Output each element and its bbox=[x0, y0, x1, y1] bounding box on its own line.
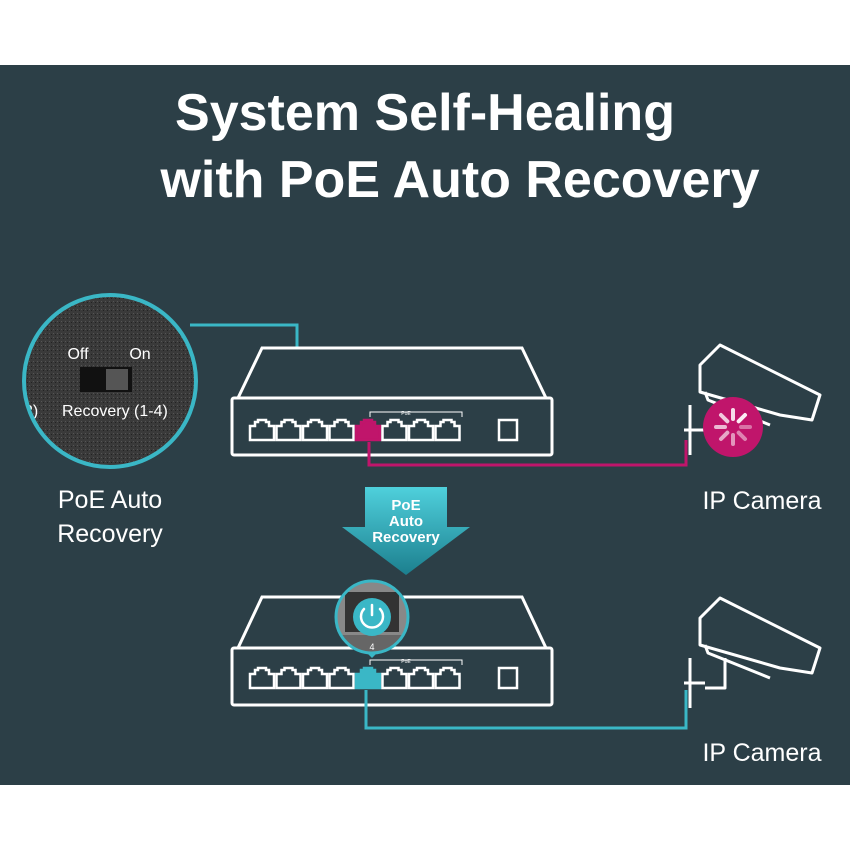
arrow-line-3: Recovery bbox=[372, 529, 440, 546]
on-label: On bbox=[129, 346, 150, 363]
ethernet-port bbox=[407, 418, 435, 442]
title-line-1: System Self-Healing bbox=[175, 84, 675, 142]
camera-body bbox=[698, 343, 822, 422]
ethernet-port bbox=[275, 418, 302, 442]
ethernet-port bbox=[248, 666, 276, 690]
cable-top-fault bbox=[367, 440, 688, 467]
switch-top bbox=[230, 346, 554, 457]
inset-connector-line bbox=[190, 323, 299, 348]
poe-label-bottom: PoE bbox=[401, 659, 411, 665]
ethernet-port bbox=[434, 418, 461, 442]
ethernet-port bbox=[354, 418, 382, 442]
ethernet-port bbox=[381, 418, 408, 442]
off-label: Off bbox=[67, 346, 89, 363]
camera-bottom-label: IP Camera bbox=[702, 739, 821, 767]
recovery-port-bubble: 4 bbox=[334, 579, 410, 658]
cable-bottom-ok bbox=[364, 690, 688, 730]
camera-body bbox=[698, 596, 822, 675]
ethernet-port bbox=[381, 666, 408, 690]
ethernet-port bbox=[301, 418, 329, 442]
ethernet-port bbox=[275, 666, 302, 690]
ip-camera-bottom bbox=[684, 596, 822, 708]
arrow-line-2: Auto bbox=[389, 513, 423, 530]
ethernet-port bbox=[248, 418, 276, 442]
auto-recovery-arrow: PoE Auto Recovery bbox=[342, 487, 470, 575]
rebooting-indicator-icon bbox=[703, 397, 763, 457]
recovery-switch-inset: Off On Recovery (1-4) 2) bbox=[22, 293, 198, 469]
ethernet-port bbox=[301, 666, 329, 690]
power-recovery-icon bbox=[353, 598, 391, 636]
ethernet-port bbox=[354, 666, 382, 690]
poe-label-top: PoE bbox=[401, 411, 411, 417]
camera-top-label: IP Camera bbox=[702, 487, 821, 515]
port-number-label: 4 bbox=[369, 642, 374, 652]
title-line-2: with PoE Auto Recovery bbox=[159, 151, 759, 209]
ethernet-port bbox=[434, 666, 461, 690]
power-jack bbox=[497, 666, 519, 690]
ethernet-port bbox=[328, 666, 355, 690]
ethernet-port bbox=[407, 666, 435, 690]
power-jack bbox=[497, 418, 519, 442]
inset-caption-line-2: Recovery bbox=[57, 520, 163, 548]
inset-caption-line-1: PoE Auto bbox=[58, 486, 162, 514]
arrow-line-1: PoE bbox=[391, 497, 420, 514]
ethernet-port bbox=[328, 418, 355, 442]
recovery-switch-label: Recovery (1-4) bbox=[62, 403, 168, 420]
